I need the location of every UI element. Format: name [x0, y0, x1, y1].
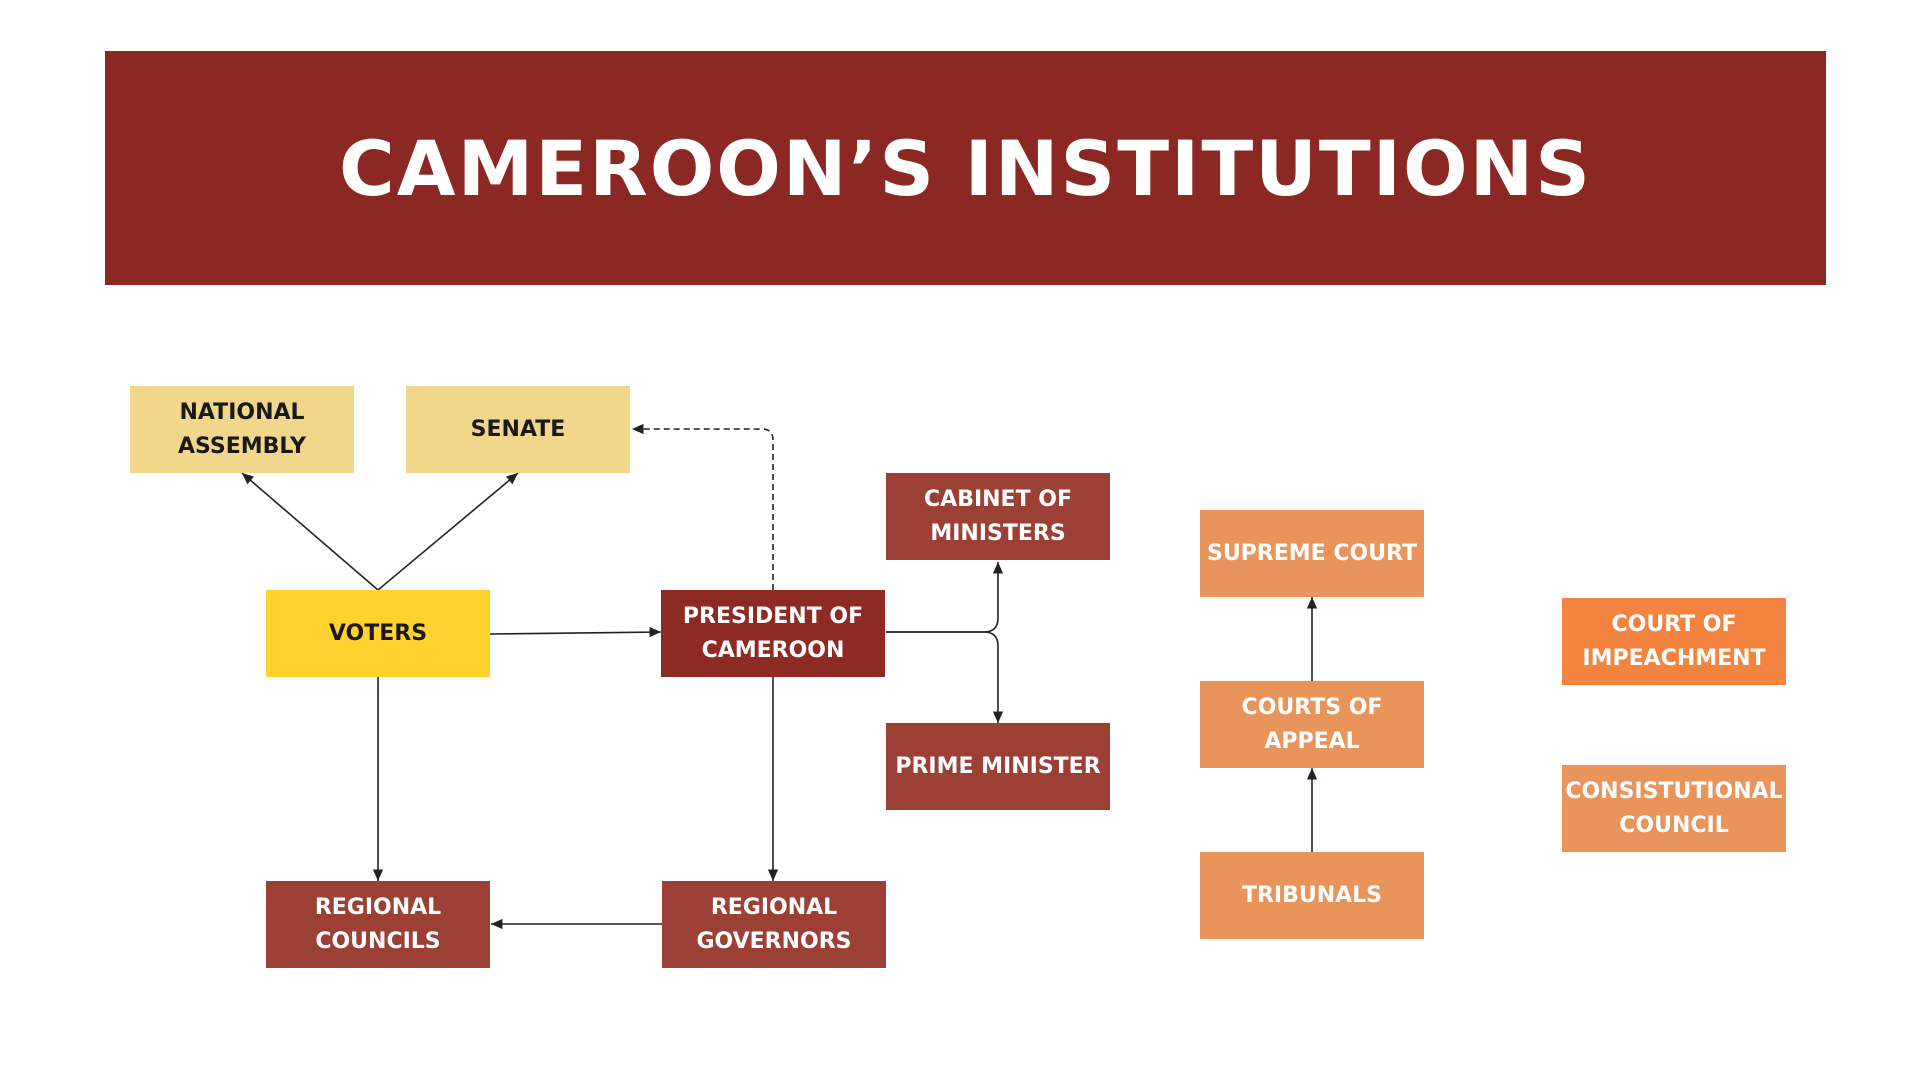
node-national-assembly: NATIONAL ASSEMBLY	[130, 386, 354, 473]
title-banner: CAMEROON’S INSTITUTIONS	[105, 51, 1826, 285]
edge-voters-president	[489, 627, 662, 638]
node-label: CONSISTUTIONAL COUNCIL	[1565, 778, 1783, 838]
edge-president-prime-minister	[886, 631, 1004, 723]
node-label: SUPREME COURT	[1206, 540, 1418, 566]
node-cabinet: CABINET OF MINISTERS	[886, 473, 1110, 560]
edge-president-senate-dashed	[632, 423, 774, 590]
node-voters: VOTERS	[266, 590, 490, 677]
node-court-of-impeachment: COURT OF IMPEACHMENT	[1562, 598, 1786, 685]
node-label: VOTERS	[328, 620, 428, 646]
node-label: PRIME MINISTER	[895, 753, 1101, 779]
node-label: SENATE	[470, 416, 566, 442]
node-courts-of-appeal: COURTS OF APPEAL	[1200, 681, 1424, 768]
node-label: REGIONAL GOVERNORS	[696, 894, 852, 954]
node-prime-minister: PRIME MINISTER	[886, 723, 1110, 810]
node-label: REGIONAL COUNCILS	[314, 894, 442, 954]
node-senate: SENATE	[406, 386, 630, 473]
node-president: PRESIDENT OF CAMEROON	[661, 590, 885, 677]
node-constitutional-council: CONSISTUTIONAL COUNCIL	[1562, 765, 1786, 852]
node-label: TRIBUNALS	[1241, 882, 1383, 908]
edge-president-cabinet	[886, 562, 1004, 633]
node-label: COURT OF IMPEACHMENT	[1582, 611, 1766, 671]
node-label: NATIONAL ASSEMBLY	[178, 399, 306, 459]
node-regional-councils: REGIONAL COUNCILS	[266, 881, 490, 968]
edge-voters-national-assembly	[241, 472, 379, 591]
node-label: CABINET OF MINISTERS	[924, 486, 1072, 546]
edge-voters-senate	[377, 472, 519, 591]
node-label: COURTS OF APPEAL	[1241, 694, 1383, 754]
node-supreme-court: SUPREME COURT	[1200, 510, 1424, 597]
node-tribunals: TRIBUNALS	[1200, 852, 1424, 939]
node-regional-governors: REGIONAL GOVERNORS	[662, 881, 886, 968]
node-label: PRESIDENT OF CAMEROON	[682, 603, 864, 663]
page-title: CAMEROON’S INSTITUTIONS	[339, 123, 1592, 213]
